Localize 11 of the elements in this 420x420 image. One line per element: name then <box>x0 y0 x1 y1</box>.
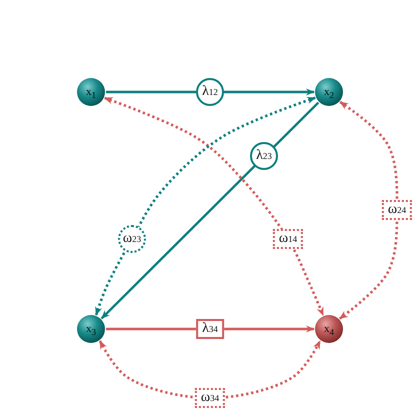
sphere-node <box>77 78 105 106</box>
dotted-arrow <box>339 100 398 320</box>
node-label: x$_{2}$ <box>324 86 334 98</box>
sphere-node <box>315 315 343 343</box>
node-label: x$_{1}$ <box>86 86 96 98</box>
node-label: x$_{3}$ <box>86 324 96 334</box>
node-label: x$_{4}$ <box>324 324 334 334</box>
sphere-node <box>315 78 343 106</box>
dotted-arrow <box>98 340 322 400</box>
sphere-node <box>77 315 105 343</box>
arrow <box>106 88 315 96</box>
